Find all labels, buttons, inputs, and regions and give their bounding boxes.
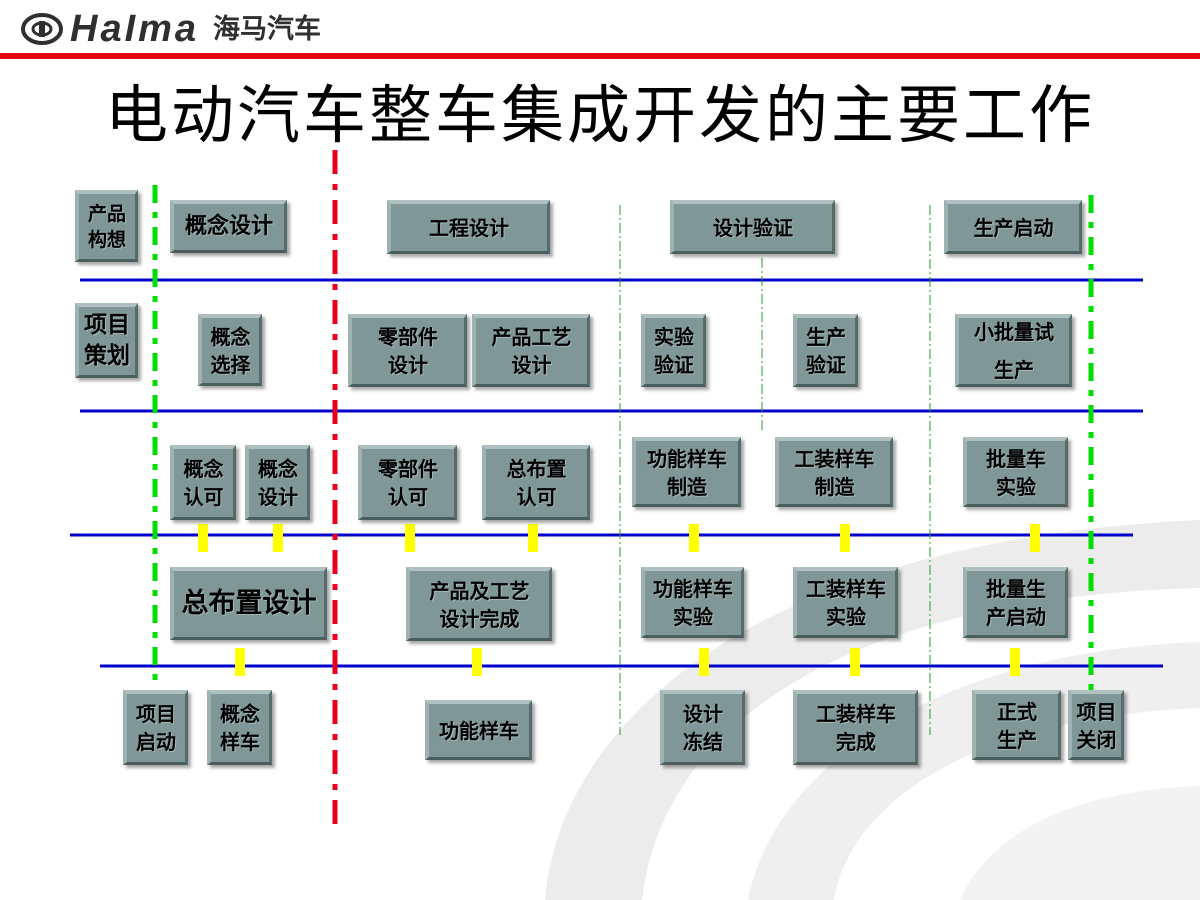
swoosh-corner [960, 786, 1200, 900]
task-functional-prototype-test: 功能样车 实验 [641, 567, 744, 638]
box-label: 功能样车 [439, 718, 519, 743]
box-label: 概念 样车 [220, 702, 260, 754]
task-tooling-prototype-build: 工装样车 制造 [775, 437, 893, 507]
box-label: 总布置设计 [181, 588, 317, 619]
milestone-markers-row4 [235, 648, 1020, 676]
phase-design-validation: 设计验证 [670, 200, 835, 254]
box-label: 设计验证 [713, 215, 793, 240]
task-pilot-production: 小批量试 生产 [955, 314, 1072, 387]
task-concept-approval: 概念 认可 [170, 445, 236, 520]
task-production-validation: 生产 验证 [793, 314, 858, 387]
milestone-functional-prototype: 功能样车 [425, 700, 532, 760]
box-label: 工装样车 完成 [816, 702, 896, 754]
box-label: 批量车 实验 [986, 446, 1046, 499]
task-mass-production-start: 批量生 产启动 [963, 567, 1068, 638]
box-label: 功能样车 制造 [647, 446, 727, 499]
slide-title: 电动汽车整车集成开发的主要工作 [105, 79, 1095, 152]
task-general-layout-approval: 总布置 认可 [482, 445, 590, 520]
logo-wordmark: HaIma [70, 8, 200, 50]
box-label: 零部件 认可 [378, 457, 438, 509]
task-component-approval: 零部件 认可 [358, 445, 457, 520]
phase-production-launch: 生产启动 [944, 200, 1082, 254]
task-test-validation: 实验 验证 [641, 314, 706, 387]
box-label: 总布置 认可 [506, 457, 567, 509]
box-label: 生产 验证 [806, 325, 846, 377]
milestone-project-start: 项目 启动 [123, 690, 188, 765]
milestone-marker [689, 524, 699, 552]
box-label: 零部件 设计 [378, 325, 438, 377]
milestone-concept-vehicle: 概念 样车 [207, 690, 272, 765]
box-label: 正式 生产 [997, 699, 1037, 752]
milestone-marker [840, 524, 850, 552]
box-label: 设计 冻结 [683, 702, 723, 754]
task-functional-prototype-build: 功能样车 制造 [632, 437, 741, 507]
milestone-marker [1030, 524, 1040, 552]
milestone-marker [528, 524, 538, 552]
box-label: 工装样车 实验 [806, 577, 886, 629]
box-label: 产品 构想 [87, 202, 126, 251]
task-batch-vehicle-test: 批量车 实验 [963, 437, 1068, 507]
task-product-process-design: 产品工艺 设计 [472, 314, 590, 387]
logo-chinese-name: 海马汽车 [213, 14, 321, 45]
milestone-marker [850, 648, 860, 676]
box-label: 概念 设计 [258, 457, 298, 509]
milestone-tooling-prototype-complete: 工装样车 完成 [793, 690, 918, 765]
box-label: 项目 关闭 [1076, 699, 1117, 752]
milestone-project-close: 项目 关闭 [1068, 690, 1124, 760]
milestone-markers-row3 [198, 524, 1040, 552]
milestone-marker [1010, 648, 1020, 676]
task-general-layout-design: 总布置设计 [170, 567, 327, 640]
box-label: 产品工艺 设计 [491, 325, 572, 377]
box-label: 实验 验证 [654, 325, 694, 377]
milestone-marker [235, 648, 245, 676]
task-concept-design: 概念 设计 [245, 445, 310, 520]
box-label: 概念 选择 [210, 324, 251, 377]
box-label: 功能样车 实验 [653, 577, 733, 629]
phase-concept-design: 概念设计 [170, 200, 287, 253]
box-label: 产品及工艺 设计完成 [429, 578, 530, 631]
milestone-marker [405, 524, 415, 552]
header-red-rule [0, 53, 1200, 59]
box-label: 批量生 产启动 [986, 577, 1046, 629]
box-label: 工装样车 制造 [794, 446, 875, 499]
task-product-process-design-complete: 产品及工艺 设计完成 [406, 567, 552, 641]
box-label: 工程设计 [429, 215, 509, 240]
task-tooling-prototype-test: 工装样车 实验 [793, 567, 898, 638]
box-label: 概念设计 [184, 214, 273, 239]
box-label: 概念 认可 [183, 457, 224, 509]
box-label: 项目 策划 [84, 312, 130, 369]
task-concept-selection: 概念 选择 [198, 314, 262, 386]
task-component-design: 零部件 设计 [348, 314, 467, 387]
milestone-marker [472, 648, 482, 676]
box-label: 项目 启动 [136, 702, 176, 754]
box-label: 小批量试 生产 [974, 320, 1054, 382]
row-label-project-planning: 项目 策划 [75, 303, 138, 378]
row-label-product-concept: 产品 构想 [75, 190, 138, 262]
milestone-marker [699, 648, 709, 676]
milestone-design-freeze: 设计 冻结 [660, 690, 745, 765]
milestone-marker [273, 524, 283, 552]
haima-logo-icon [21, 13, 63, 45]
milestone-formal-production: 正式 生产 [972, 690, 1061, 760]
phase-engineering-design: 工程设计 [387, 200, 550, 254]
milestone-marker [198, 524, 208, 552]
box-label: 生产启动 [973, 215, 1054, 240]
